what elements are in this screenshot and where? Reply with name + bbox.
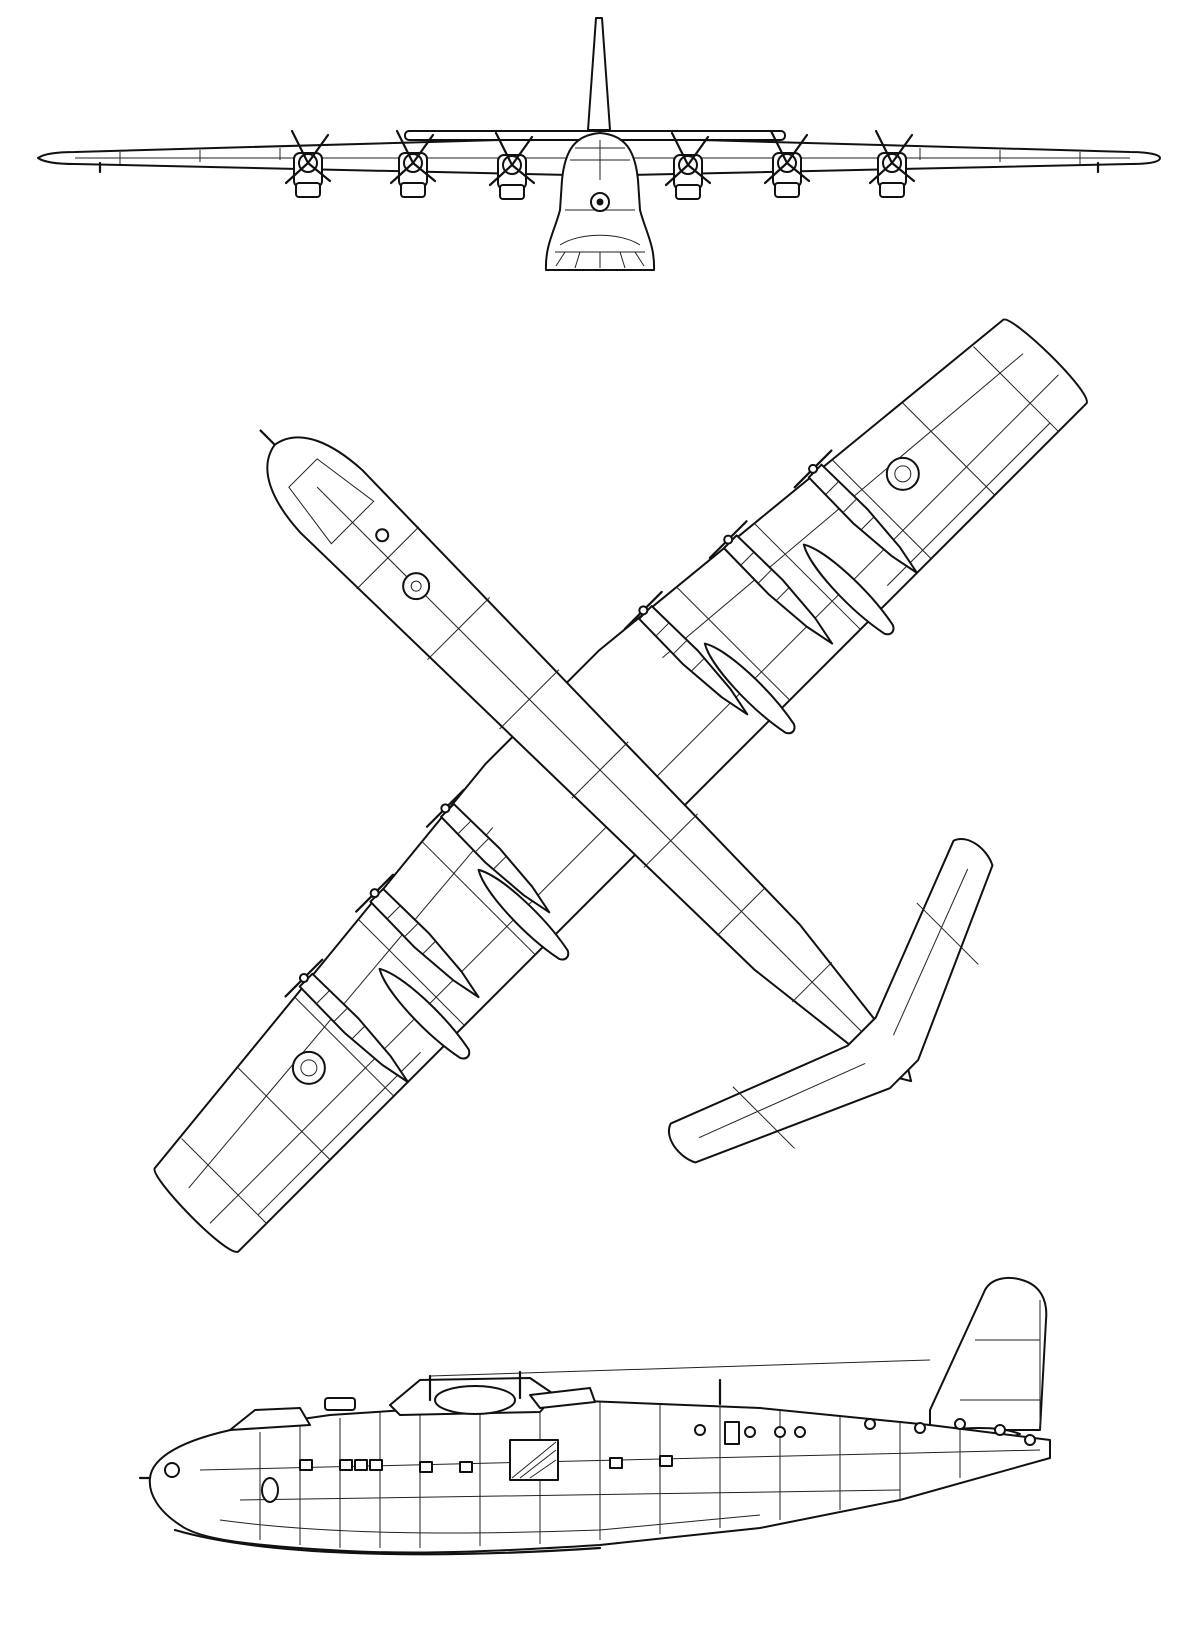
top-view	[153, 318, 1088, 1253]
top-view-tailplane	[668, 838, 994, 1164]
front-view-fin	[587, 17, 611, 131]
side-view-fin	[929, 1276, 1048, 1431]
front-view	[37, 17, 1161, 271]
side-view	[138, 1276, 1051, 1556]
